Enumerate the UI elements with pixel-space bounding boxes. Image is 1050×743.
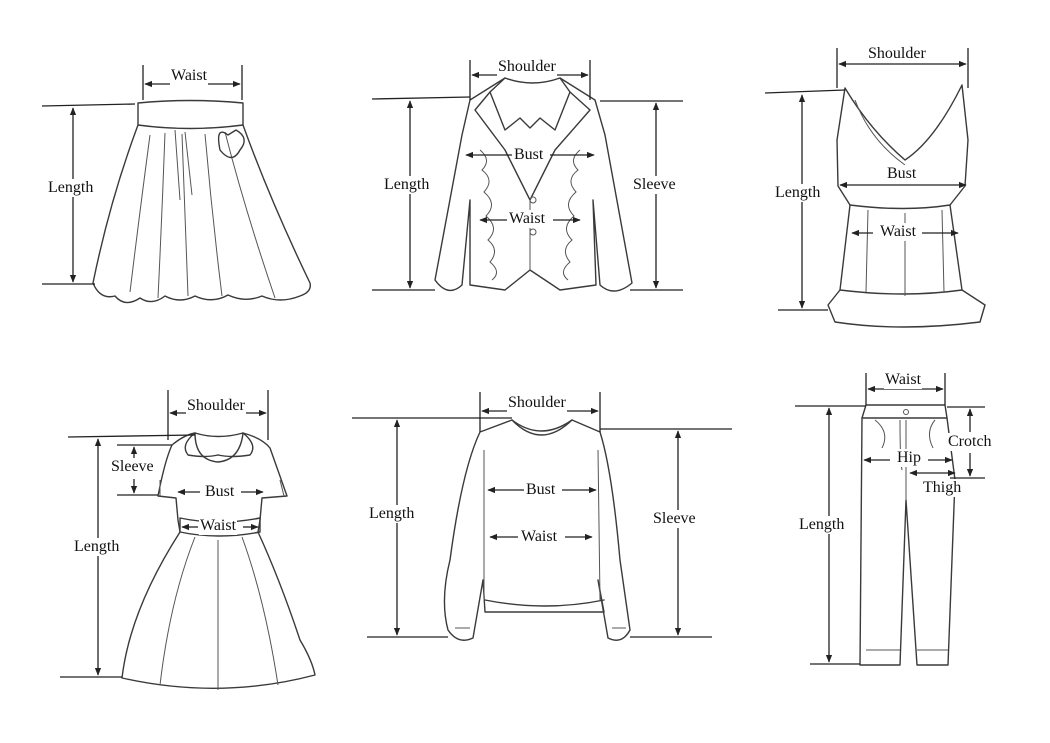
skirt-drawing xyxy=(92,99,311,304)
dress-dimension-lines xyxy=(60,390,269,678)
sweater-dimension-lines xyxy=(352,392,732,638)
sweater-waist-label: Waist xyxy=(520,528,559,546)
top-shoulder-label: Shoulder xyxy=(867,45,927,63)
jacket-drawing xyxy=(434,77,633,292)
dress-length-label: Length xyxy=(73,538,121,556)
jacket-waist-label: Waist xyxy=(508,210,547,228)
jacket-shoulder-label: Shoulder xyxy=(497,58,557,76)
pants-length-label: Length xyxy=(798,516,846,534)
pants-hip-label: Hip xyxy=(896,449,922,467)
top-waist-label: Waist xyxy=(879,223,918,241)
pants-waist-label: Waist xyxy=(884,371,923,389)
top-length-label: Length xyxy=(774,184,822,202)
skirt-length-label: Length xyxy=(47,179,95,197)
jacket-bust-label: Bust xyxy=(513,146,545,164)
top-dimension-lines xyxy=(764,48,969,311)
sweater-sleeve-label: Sleeve xyxy=(652,510,697,528)
skirt-dimension-lines xyxy=(41,65,243,285)
skirt-waist-label: Waist xyxy=(170,67,209,85)
dress-drawing xyxy=(121,432,316,690)
jacket-sleeve-label: Sleeve xyxy=(632,176,677,194)
pants-drawing xyxy=(859,404,956,666)
jacket-length-label: Length xyxy=(383,176,431,194)
pants-thigh-label: Thigh xyxy=(922,479,963,497)
top-drawing xyxy=(827,84,986,328)
jacket-dimension-lines xyxy=(371,60,683,291)
dress-waist-label: Waist xyxy=(199,517,238,535)
dress-sleeve-label: Sleeve xyxy=(110,458,155,476)
sweater-drawing xyxy=(443,419,631,641)
sweater-shoulder-label: Shoulder xyxy=(507,394,567,412)
sweater-length-label: Length xyxy=(368,505,416,523)
dress-shoulder-label: Shoulder xyxy=(186,397,246,415)
top-bust-label: Bust xyxy=(886,165,918,183)
pants-dimension-lines xyxy=(795,373,985,665)
sweater-bust-label: Bust xyxy=(525,481,557,499)
dress-bust-label: Bust xyxy=(204,483,236,501)
pants-crotch-label: Crotch xyxy=(947,433,993,451)
